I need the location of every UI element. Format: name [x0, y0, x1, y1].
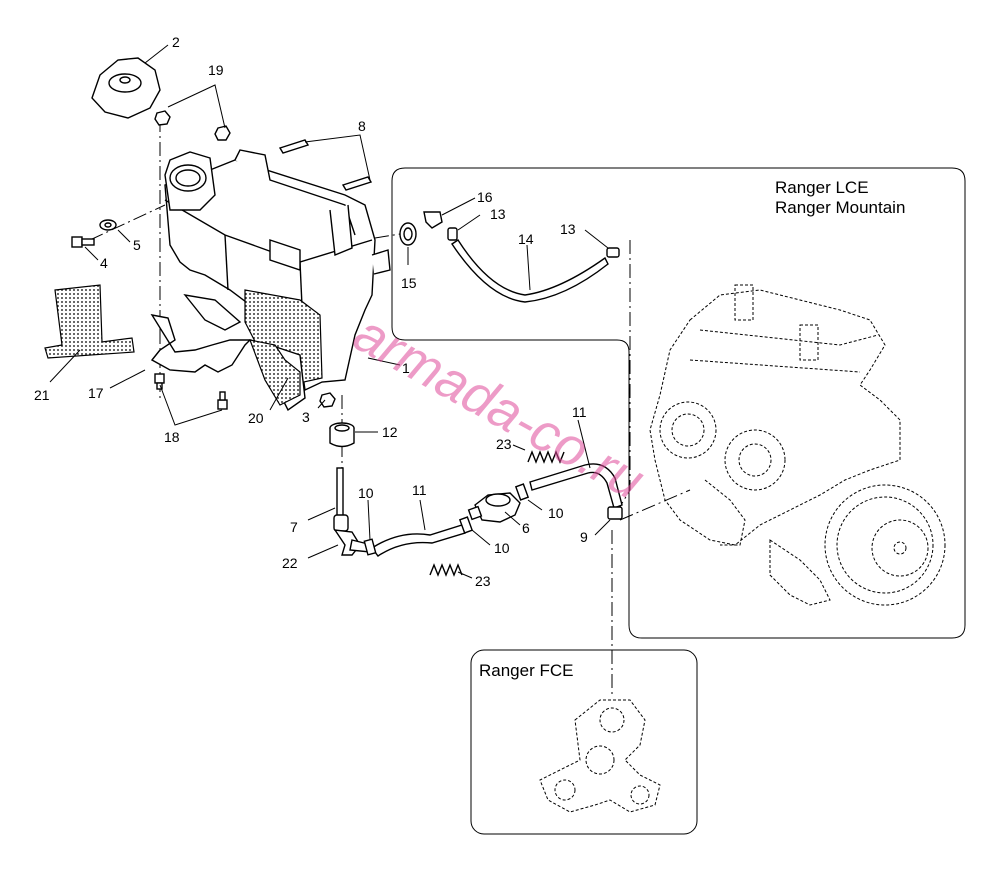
leader-21: [49, 349, 81, 383]
engine-assembly: [649, 284, 946, 606]
fce-panel-frame: [470, 649, 698, 835]
spring-23-lower: [429, 563, 463, 577]
clamp-13-right: [606, 247, 620, 258]
leader-9: [594, 519, 611, 536]
nut-3: [319, 392, 336, 408]
center-line-fitting: [374, 233, 401, 239]
callout-10-c: 10: [548, 505, 564, 521]
grommet-12: [329, 422, 355, 448]
leader-3: [317, 399, 326, 409]
callout-19: 19: [208, 62, 224, 78]
spring-23-upper: [527, 450, 565, 464]
leader-19: [167, 84, 226, 129]
hose-11-lower: [370, 524, 466, 557]
strap-8-lower: [341, 176, 373, 191]
callout-11-a: 11: [412, 482, 427, 498]
callout-22: 22: [282, 555, 298, 571]
washer-5: [99, 219, 117, 231]
filter-6: [467, 492, 521, 523]
leader-11b: [577, 419, 591, 469]
fitting-9: [607, 506, 623, 520]
leader-11a: [419, 499, 426, 531]
leader-8: [304, 134, 371, 181]
panel-title-mountain: Ranger Mountain: [775, 198, 905, 217]
leader-23b: [457, 571, 473, 579]
leader-10a: [367, 499, 371, 541]
leader-1: [367, 357, 401, 366]
leader-18: [159, 384, 223, 426]
center-line-washer: [89, 204, 166, 241]
nut-19-left: [154, 110, 171, 126]
callout-15: 15: [401, 275, 417, 291]
foam-pad-21: [44, 284, 135, 359]
callout-10-b: 10: [494, 540, 510, 556]
nut-19-right: [214, 125, 231, 141]
panel-title-fce: Ranger FCE: [479, 661, 573, 680]
callout-7: 7: [290, 519, 298, 535]
callout-8: 8: [358, 118, 366, 134]
leader-10c: [527, 499, 543, 511]
leader-20: [269, 377, 289, 411]
elbow-16: [423, 211, 443, 229]
callout-21: 21: [34, 387, 50, 403]
tank-cap: [91, 57, 161, 119]
callout-12: 12: [382, 424, 398, 440]
leader-14: [526, 244, 531, 291]
callout-9: 9: [580, 529, 588, 545]
leader-10b: [471, 529, 491, 546]
bolt-18-right: [217, 391, 228, 410]
callout-6: 6: [522, 520, 530, 536]
callout-23-a: 23: [496, 436, 512, 452]
leader-22: [307, 544, 339, 559]
clamp-10-b: [458, 516, 474, 534]
clamp-10-a: [363, 538, 377, 556]
leader-5: [117, 229, 131, 243]
bolt-4: [71, 236, 95, 248]
callout-14: 14: [518, 231, 534, 247]
leader-6: [504, 511, 521, 526]
watermark: armada-co.ru: [344, 303, 654, 511]
leader-7: [307, 507, 336, 521]
bracket-17: [150, 314, 252, 373]
leader-16: [441, 197, 476, 216]
callout-13-a: 13: [490, 206, 506, 222]
callout-13-b: 13: [560, 221, 576, 237]
callout-18: 18: [164, 429, 180, 445]
leader-13b: [584, 229, 609, 249]
hose-14: [451, 239, 609, 303]
routing-line-engine: [619, 489, 691, 521]
callout-1: 1: [402, 360, 410, 376]
strap-8-upper: [278, 139, 310, 154]
leader-13a: [457, 214, 481, 231]
callout-3: 3: [302, 409, 310, 425]
strainer-7: [333, 467, 349, 532]
bolt-18-left: [154, 373, 165, 390]
panel-title-lce: Ranger LCE: [775, 178, 869, 197]
callout-5: 5: [133, 237, 141, 253]
callout-10-a: 10: [358, 485, 374, 501]
callout-11-b: 11: [572, 404, 587, 420]
callout-2: 2: [172, 34, 180, 50]
lce-panel-frame: [391, 167, 966, 639]
fce-oil-pump: [539, 699, 661, 813]
callout-23-b: 23: [475, 573, 491, 589]
clamp-10-c: [514, 483, 530, 501]
foam-pad-20: [249, 339, 301, 406]
leader-17: [109, 369, 146, 389]
clamp-13-left: [447, 227, 458, 241]
leader-2: [144, 44, 169, 64]
callout-20: 20: [248, 410, 264, 426]
leader-4: [84, 246, 99, 261]
leader-23a: [512, 444, 526, 451]
callout-17: 17: [88, 385, 104, 401]
callout-16: 16: [477, 189, 493, 205]
callout-4: 4: [100, 255, 108, 271]
grommet-15: [399, 222, 417, 246]
